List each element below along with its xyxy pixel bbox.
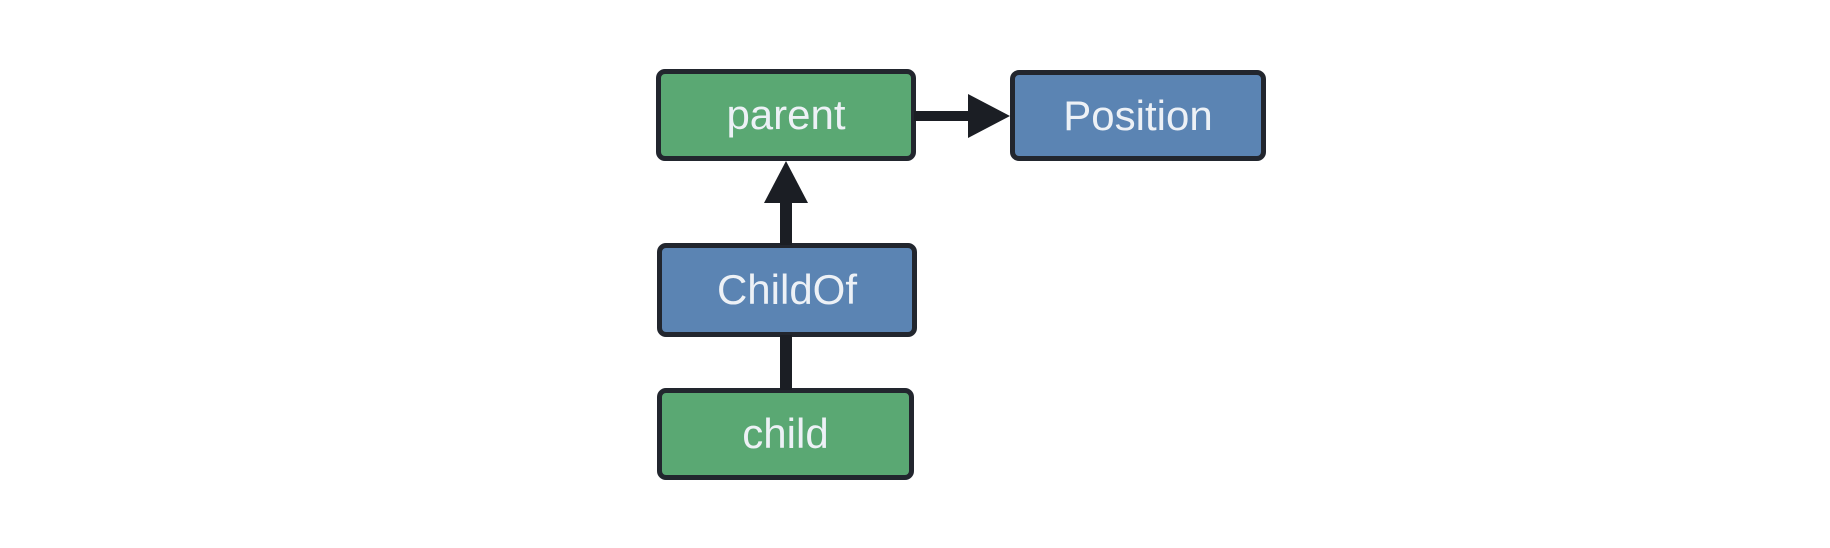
node-position-label: Position [1063,91,1213,139]
node-child-label: child [742,410,829,457]
arrowhead-up-icon [764,161,808,203]
node-child: child [657,388,914,480]
node-childof: ChildOf [657,243,917,337]
node-parent: parent [656,69,916,161]
arrowhead-right-icon [968,94,1010,138]
node-parent-label: parent [726,91,846,138]
node-childof-label: ChildOf [716,266,858,313]
edge-parent-to-position-shaft [914,111,970,121]
node-position: Position [1010,70,1266,161]
edge-child-to-childof-connector [780,335,792,390]
edge-childof-to-parent-shaft [780,202,792,245]
